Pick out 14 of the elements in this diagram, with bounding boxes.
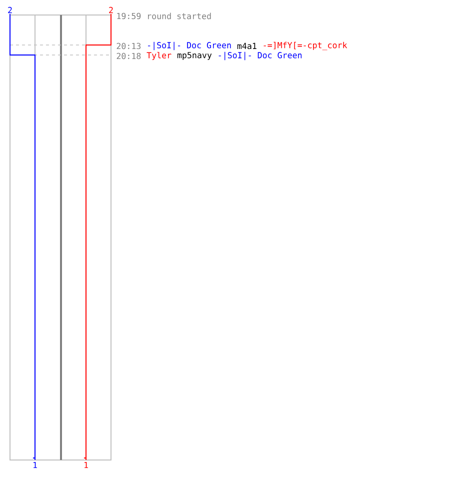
- score-number: 1: [84, 462, 88, 468]
- score-number: 1: [34, 462, 37, 468]
- player-name: -|SoI|- Doc Green: [148, 42, 231, 50]
- timestamp: 20:13: [116, 42, 141, 50]
- player-name: -|SoI|- Doc Green: [218, 52, 302, 60]
- score-number: 2: [109, 6, 113, 14]
- score-number: 2: [8, 6, 12, 14]
- timestamp: 20:18: [116, 52, 141, 60]
- timestamp: 19:59: [117, 12, 141, 20]
- event-text: round started: [148, 12, 211, 20]
- weapon-name: mp5navy: [177, 52, 212, 60]
- weapon-name: m4a1: [237, 42, 256, 50]
- player-name: Tyler: [146, 52, 172, 60]
- player-name: -=]MfY[=-cpt_cork: [264, 42, 348, 50]
